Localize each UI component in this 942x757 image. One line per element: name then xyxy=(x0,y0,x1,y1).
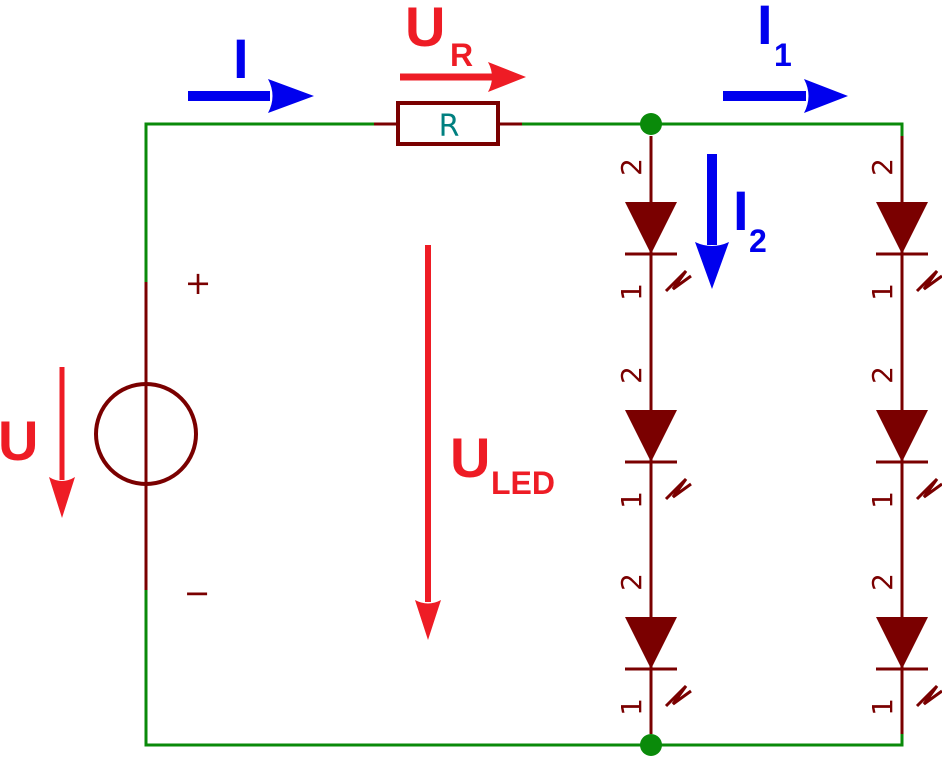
current-label-I1-sub: 1 xyxy=(774,37,792,73)
led-pin-cathode-label: 1 xyxy=(866,283,899,301)
led-triangle xyxy=(876,410,928,462)
voltage-label-ULED-main: U xyxy=(450,426,490,489)
led-triangle xyxy=(625,202,677,254)
led-emission-icon xyxy=(915,684,942,708)
wire-top-right xyxy=(651,122,904,136)
led-pin-cathode-label: 1 xyxy=(615,491,648,509)
voltage-label-UR-sub: R xyxy=(450,37,473,73)
current-label-I: I xyxy=(233,27,249,90)
led: 21 xyxy=(866,158,942,301)
voltage-arrow-U-head xyxy=(49,477,75,518)
voltage-arrow-ULED-head xyxy=(415,600,441,640)
voltage-label-ULED-sub: LED xyxy=(491,465,555,501)
source-circle xyxy=(94,382,198,486)
led-pin-anode-label: 2 xyxy=(615,158,648,176)
current-arrow-I: I xyxy=(188,27,314,113)
led-emission-icon xyxy=(664,477,692,501)
resistor: R xyxy=(374,101,522,146)
current-label-I2-main: I xyxy=(733,179,749,242)
current-label-I1-main: I xyxy=(757,0,773,56)
current-arrow-I1-head xyxy=(804,79,848,113)
led: 21 xyxy=(866,366,942,509)
led-pin-anode-label: 2 xyxy=(615,366,648,384)
led-pin-cathode-label: 1 xyxy=(866,698,899,716)
led-triangle xyxy=(625,617,677,669)
led-pin-anode-label: 2 xyxy=(866,573,899,591)
voltage-label-UR-main: U xyxy=(405,0,445,58)
led-emission-icon xyxy=(664,684,692,708)
wire-bottom xyxy=(144,590,904,747)
current-label-I2-sub: 2 xyxy=(749,223,767,259)
resistor-body xyxy=(396,101,500,146)
led: 21 xyxy=(615,158,692,301)
junction-bottom xyxy=(640,734,662,756)
led-emission-icon xyxy=(664,269,692,293)
led-emission-icon xyxy=(915,477,942,501)
voltage-label-U: U xyxy=(0,409,38,472)
current-arrow-I2: I 2 xyxy=(695,154,767,289)
led-pin-cathode-label: 1 xyxy=(866,491,899,509)
led-pin-anode-label: 2 xyxy=(615,573,648,591)
led-pin-cathode-label: 1 xyxy=(615,698,648,716)
led-pin-anode-label: 2 xyxy=(866,366,899,384)
voltage-arrow-ULED: U LED xyxy=(415,245,555,640)
voltage-arrow-UR: U R xyxy=(400,0,526,92)
led-emission-icon xyxy=(915,269,942,293)
led: 21 xyxy=(615,366,692,509)
source-minus-label: − xyxy=(184,574,211,612)
voltage-arrow-U: U xyxy=(0,367,75,518)
source-plus-label: + xyxy=(185,264,212,302)
wire-top-left xyxy=(144,122,374,282)
led-triangle xyxy=(876,202,928,254)
led-pin-cathode-label: 1 xyxy=(615,283,648,301)
resistor-label: R xyxy=(439,109,460,144)
wires xyxy=(144,122,904,747)
voltage-source: + − xyxy=(94,264,212,612)
junction-top xyxy=(640,113,662,135)
led: 21 xyxy=(866,573,942,716)
led-pin-anode-label: 2 xyxy=(866,158,899,176)
led: 21 xyxy=(615,573,692,716)
led-triangle xyxy=(876,617,928,669)
voltage-arrow-UR-head xyxy=(488,62,526,92)
current-arrow-I2-head xyxy=(695,242,729,289)
led-triangle xyxy=(625,410,677,462)
current-arrow-I-head xyxy=(268,79,314,113)
current-arrow-I1: I 1 xyxy=(723,0,848,113)
